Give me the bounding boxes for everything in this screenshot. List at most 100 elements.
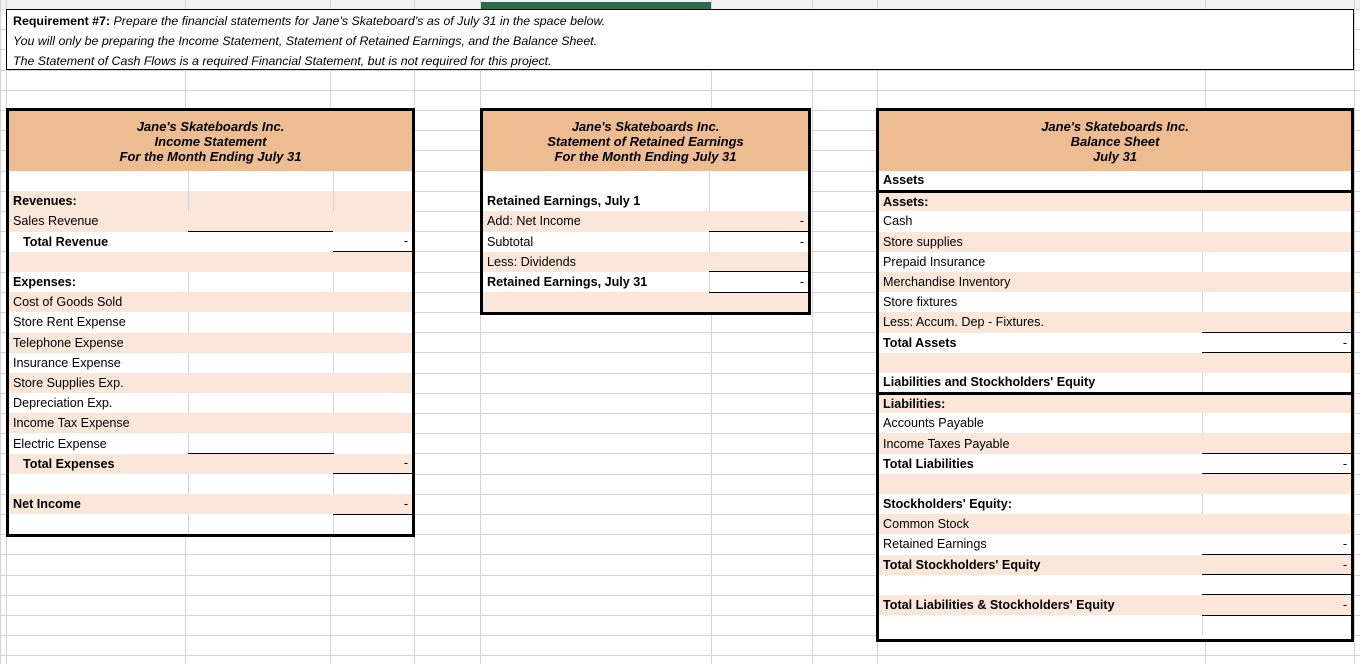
is-row-mid[interactable]: [188, 231, 333, 252]
bs-row-value[interactable]: [1202, 473, 1352, 494]
is-row-mid[interactable]: [187, 473, 333, 494]
is-row-value[interactable]: [333, 211, 413, 232]
table-row: Add: Net Income -: [483, 211, 809, 233]
is-row-mid[interactable]: [187, 312, 333, 333]
bs-row-value[interactable]: [1202, 574, 1352, 596]
is-row-value[interactable]: [332, 352, 413, 373]
grid-row-line: [0, 70, 1360, 71]
re-row-value[interactable]: [709, 292, 809, 313]
is-row-mid[interactable]: [188, 494, 333, 515]
re-row-value[interactable]: [708, 191, 809, 212]
is-row-value[interactable]: [332, 433, 413, 454]
is-row-value[interactable]: [333, 292, 413, 313]
grid-row-line: [0, 534, 1360, 535]
bs-row-value[interactable]: [1202, 433, 1352, 454]
is-row-value[interactable]: [332, 171, 413, 192]
is-row-value[interactable]: -: [333, 453, 413, 475]
is-row-mid[interactable]: [188, 292, 333, 313]
table-row: Store Rent Expense: [9, 312, 413, 333]
is-row-value[interactable]: [333, 251, 413, 272]
table-row: Retained Earnings, July 1: [483, 191, 809, 212]
bs-row-value[interactable]: -: [1202, 534, 1352, 556]
is-row-mid[interactable]: [187, 271, 333, 293]
bs-row-label: Prepaid Insurance: [879, 251, 1202, 272]
is-row-mid[interactable]: [187, 393, 333, 414]
table-row: Store fixtures: [879, 292, 1352, 313]
table-row-total-stockholders-equity: Total Stockholders' Equity -: [879, 554, 1352, 576]
bs-row-value[interactable]: -: [1202, 554, 1352, 576]
is-row-value[interactable]: -: [333, 494, 413, 515]
bs-row-value[interactable]: -: [1202, 453, 1352, 475]
re-row-value[interactable]: -: [708, 231, 809, 252]
is-row-mid[interactable]: [187, 191, 333, 212]
bs-row-value[interactable]: -: [1202, 331, 1352, 354]
column-header-cell[interactable]: [812, 0, 878, 9]
re-row-value[interactable]: [708, 171, 809, 192]
column-header-cell[interactable]: [877, 0, 1206, 9]
bs-row-value[interactable]: [1202, 231, 1352, 252]
bs-row-value[interactable]: [1201, 494, 1352, 515]
table-row: [9, 473, 413, 494]
is-row-mid[interactable]: [187, 514, 333, 535]
column-header-cell[interactable]: [1354, 0, 1360, 9]
column-header-cell[interactable]: [6, 0, 186, 9]
is-row-label: [9, 514, 188, 535]
is-row-value[interactable]: [332, 191, 413, 212]
re-row-label: Add: Net Income: [483, 211, 709, 232]
is-row-mid[interactable]: [188, 413, 333, 434]
bs-row-value[interactable]: [1202, 393, 1352, 414]
balance-sheet-header: Jane's Skateboards Inc. Balance Sheet Ju…: [879, 111, 1352, 171]
column-header-cell[interactable]: [414, 0, 481, 9]
is-row-mid[interactable]: [188, 332, 333, 353]
column-header-bar[interactable]: [0, 0, 1360, 10]
is-row-value[interactable]: [333, 413, 413, 434]
grid-row-line: [0, 373, 1360, 374]
bs-row-label: [879, 574, 1202, 595]
grid-column-line: [812, 0, 813, 664]
bs-row-value[interactable]: [1202, 271, 1352, 293]
grid-row-line: [0, 615, 1360, 616]
table-row: Insurance Expense: [9, 352, 413, 373]
income-statement-header: Jane's Skateboards Inc. Income Statement…: [9, 111, 413, 171]
is-row-value[interactable]: -: [333, 231, 413, 253]
is-row-value[interactable]: [332, 393, 413, 414]
bs-section-value[interactable]: [1201, 171, 1352, 193]
is-row-value[interactable]: [332, 312, 413, 333]
re-row-label: Subtotal: [483, 231, 709, 252]
bs-row-value[interactable]: [1201, 413, 1352, 434]
is-row-mid[interactable]: [187, 352, 333, 373]
is-row-mid[interactable]: [188, 453, 333, 474]
bs-row-value[interactable]: [1201, 251, 1352, 272]
bs-row-value[interactable]: [1202, 191, 1352, 212]
is-row-mid[interactable]: [188, 211, 333, 232]
column-header-cell[interactable]: [330, 0, 415, 9]
bs-row-value[interactable]: -: [1202, 594, 1352, 616]
bs-row-label: Retained Earnings: [879, 534, 1202, 555]
column-header-cell[interactable]: [711, 0, 813, 9]
bs-row-value[interactable]: [1202, 514, 1352, 535]
bs-row-value[interactable]: [1202, 312, 1352, 333]
re-row-value[interactable]: -: [709, 211, 809, 233]
is-row-value[interactable]: [332, 271, 413, 293]
bs-row-value[interactable]: [1201, 292, 1352, 313]
selected-column-indicator[interactable]: [481, 2, 711, 9]
is-row-value[interactable]: [333, 332, 413, 353]
bs-row-value[interactable]: [1201, 211, 1352, 232]
is-row-mid[interactable]: [187, 171, 333, 192]
is-row-mid[interactable]: [188, 372, 333, 394]
re-row-value[interactable]: [709, 251, 809, 273]
bs-row-value[interactable]: [1201, 615, 1352, 636]
is-row-value[interactable]: [333, 372, 413, 394]
is-row-mid[interactable]: [187, 433, 333, 455]
is-row-value[interactable]: [332, 473, 413, 494]
bs-title-date: July 31: [1092, 148, 1138, 164]
bs-row-label: Merchandise Inventory: [879, 271, 1202, 293]
table-row: Accounts Payable: [879, 413, 1352, 434]
is-row-value[interactable]: [332, 514, 413, 535]
bs-row-value[interactable]: [1201, 372, 1352, 395]
is-row-mid[interactable]: [188, 251, 333, 272]
column-header-cell[interactable]: [1205, 0, 1355, 9]
column-header-cell[interactable]: [185, 0, 331, 9]
bs-row-value[interactable]: [1202, 352, 1352, 373]
re-row-value[interactable]: -: [708, 271, 809, 293]
